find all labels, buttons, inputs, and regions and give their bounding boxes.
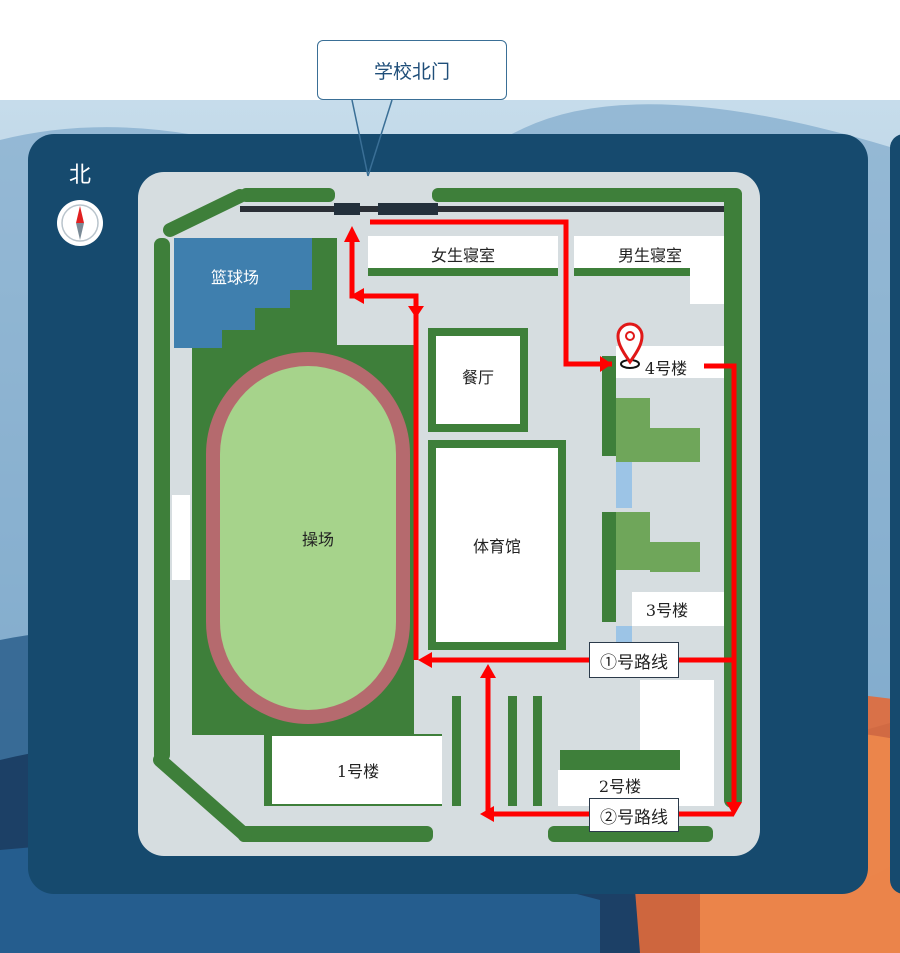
north-label: 北 <box>68 163 91 188</box>
playground-label: 操场 <box>301 530 334 549</box>
route2-label: ②号路线 <box>589 798 679 832</box>
compass-icon <box>57 200 103 246</box>
playground-field <box>220 366 396 710</box>
building2-label: 2号楼 <box>598 777 642 796</box>
route1-label: ①号路线 <box>589 642 679 678</box>
north-wall <box>240 206 725 212</box>
building3 <box>632 592 724 626</box>
building1 <box>272 736 442 804</box>
building4-label: 4号楼 <box>644 359 688 378</box>
basketball-court <box>174 238 312 348</box>
building3-label: 3号楼 <box>645 601 689 620</box>
basketball-court-label: 篮球场 <box>210 268 259 287</box>
canteen-label: 餐厅 <box>461 368 494 387</box>
gym-label: 体育馆 <box>472 537 521 556</box>
location-pin-icon <box>616 322 644 369</box>
boys-dorm-label: 男生寝室 <box>617 246 682 265</box>
north-gate <box>334 203 360 215</box>
building1-label: 1号楼 <box>336 762 380 781</box>
girls-dorm-label: 女生寝室 <box>430 246 495 265</box>
north-gate-callout: 学校北门 <box>317 40 507 100</box>
